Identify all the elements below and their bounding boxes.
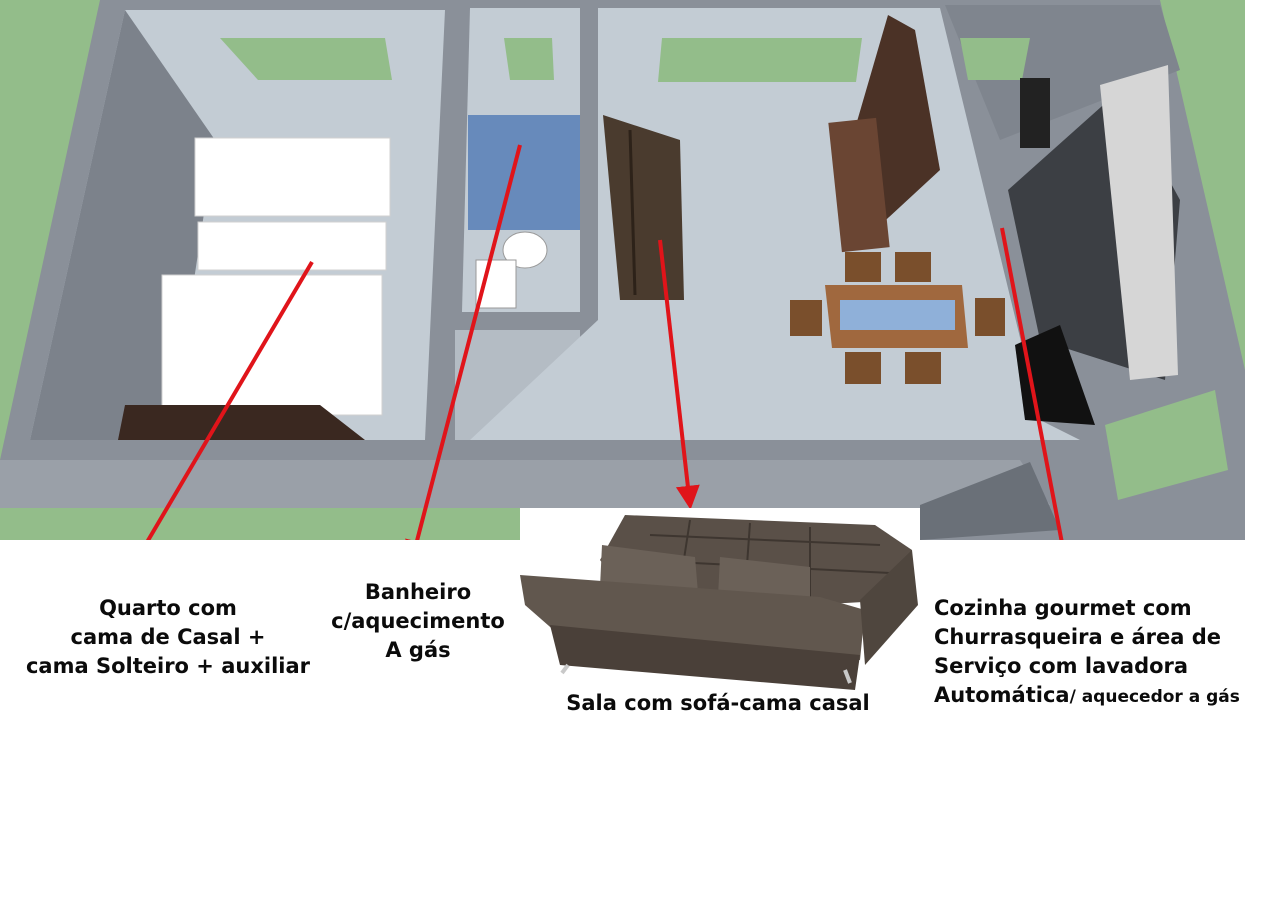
- pointer-arrows: [145, 144, 1064, 540]
- barbecue-grill: [1020, 78, 1050, 148]
- auxiliary-bed: [161, 274, 383, 416]
- bed-headboard: [118, 405, 365, 440]
- kitchen-cabinets: [1100, 65, 1178, 380]
- sofa-cushion: [600, 545, 698, 593]
- caption-cozinha-line3: Serviço com lavadora: [934, 654, 1189, 678]
- bedroom-window: [220, 38, 392, 80]
- single-bed: [197, 221, 387, 271]
- tv-rack: [828, 117, 890, 253]
- sofa-arm-right: [860, 550, 918, 665]
- arrow-banheiro: [405, 144, 522, 540]
- caption-banheiro-line3: A gás: [385, 638, 451, 662]
- kitchen-window: [960, 38, 1030, 80]
- arrow-sala: [658, 239, 700, 510]
- sofa-plan: [603, 115, 684, 300]
- sofa-bed-photo: [520, 515, 918, 690]
- caption-sala: Sala com sofá-cama casal: [538, 689, 898, 718]
- caption-quarto-line3: cama Solteiro + auxiliar: [25, 654, 310, 678]
- caption-quarto-line2: cama de Casal +: [70, 625, 266, 649]
- toilet: [502, 231, 548, 269]
- floor-plan-3d-render: [0, 0, 1245, 540]
- sofa-leg-left: [560, 663, 570, 675]
- shower-box: [468, 115, 580, 230]
- bathroom-window: [504, 38, 554, 80]
- caption-cozinha-line1: Cozinha gourmet com: [934, 596, 1192, 620]
- table-glass: [840, 300, 955, 330]
- caption-banheiro-line1: Banheiro: [364, 580, 472, 604]
- living-window: [658, 38, 862, 82]
- dining-chairs: [790, 252, 1005, 384]
- caption-cozinha: Cozinha gourmet com Churrasqueira e área…: [934, 594, 1274, 712]
- arrow-quarto: [145, 260, 314, 540]
- sofa-seam: [628, 129, 637, 296]
- double-bed: [194, 137, 391, 217]
- sofa-base: [550, 625, 860, 690]
- caption-banheiro: Banheiro c/aquecimento A gás: [318, 578, 518, 665]
- caption-quarto-line1: Quarto com: [99, 596, 237, 620]
- caption-sala-line1: Sala com sofá-cama casal: [566, 691, 870, 715]
- arrow-cozinha: [1000, 227, 1064, 540]
- caption-cozinha-line2: Churrasqueira e área de: [934, 625, 1222, 649]
- caption-cozinha-line4: Automática/ aquecedor a gás: [934, 681, 1274, 712]
- caption-cozinha-line4b: / aquecedor a gás: [1069, 687, 1240, 707]
- caption-quarto: Quarto com cama de Casal + cama Solteiro…: [10, 594, 326, 681]
- service-window: [1105, 390, 1228, 500]
- caption-banheiro-line2: c/aquecimento: [331, 609, 505, 633]
- sofa-leg-right: [843, 669, 852, 684]
- entrance-steps: [920, 462, 1060, 540]
- caption-cozinha-line4a: Automática: [934, 683, 1070, 707]
